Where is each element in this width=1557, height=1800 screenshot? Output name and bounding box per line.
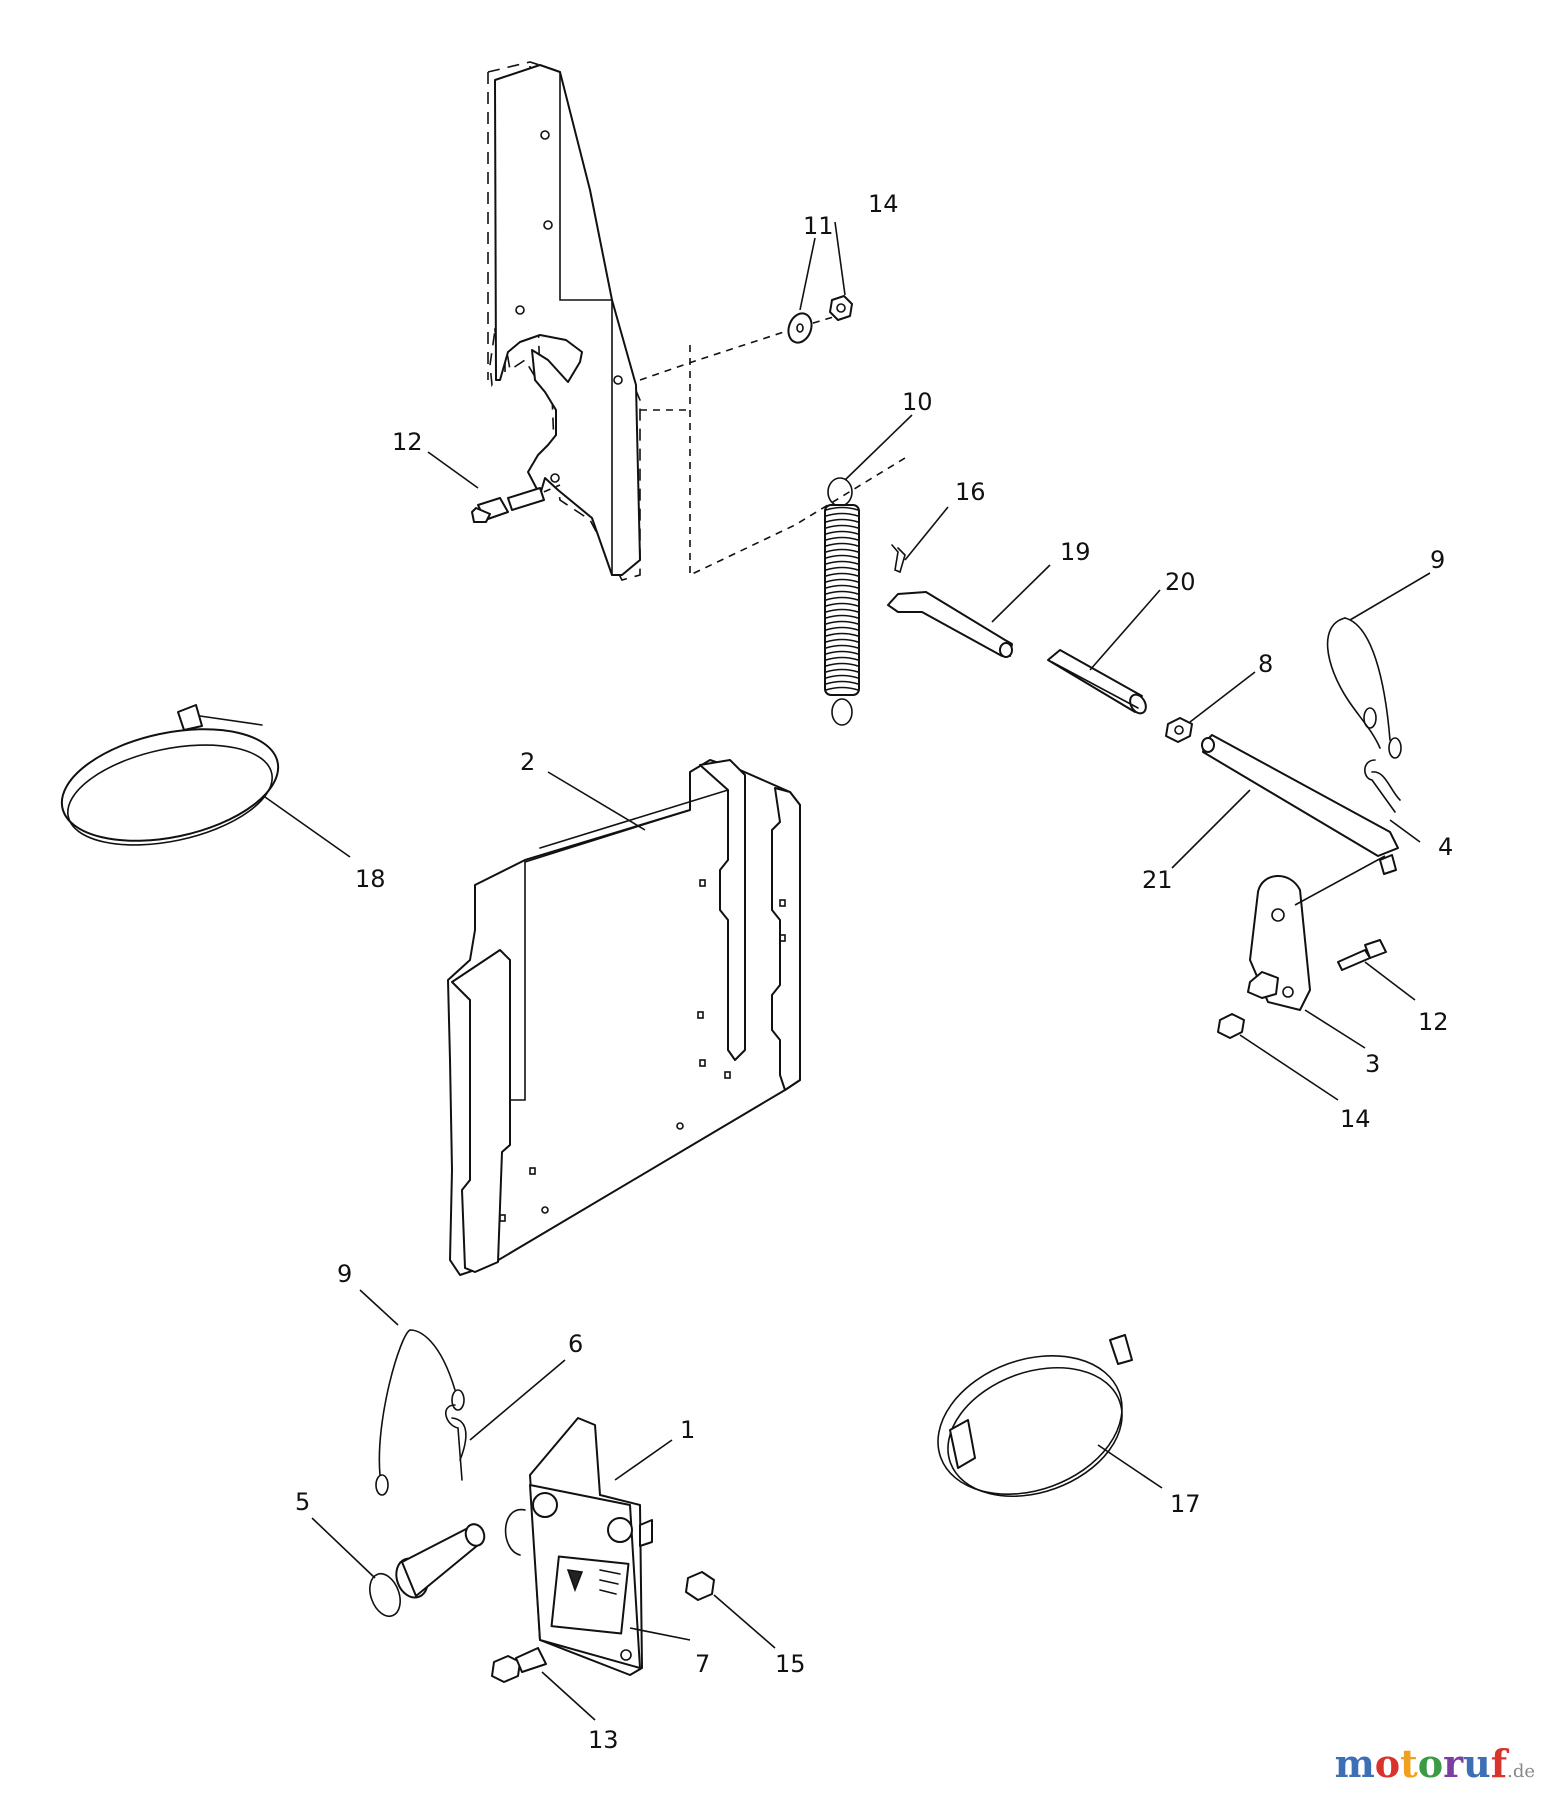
callout-13: 13 — [588, 1726, 619, 1754]
bolt-12-top — [471, 487, 545, 523]
hairpin-6 — [445, 1404, 467, 1481]
callout-labels: 14 11 10 12 16 19 20 9 8 18 2 4 21 12 3 … — [295, 190, 1453, 1754]
watermark-letter: r — [1443, 1741, 1464, 1786]
callout-3: 3 — [1365, 1050, 1380, 1078]
flange-bolt-13 — [491, 1647, 547, 1683]
watermark-letter: t — [1400, 1741, 1418, 1786]
callout-6: 6 — [568, 1330, 583, 1358]
rod-21 — [1201, 734, 1399, 875]
cotter-pin-16 — [891, 544, 906, 574]
callout-17: 17 — [1170, 1490, 1201, 1518]
callout-12-top: 12 — [392, 428, 423, 456]
watermark-logo: motoruf.de — [1335, 1741, 1535, 1786]
callout-20: 20 — [1165, 568, 1196, 596]
nut-14-right — [1217, 1013, 1245, 1039]
callout-9-bottom: 9 — [337, 1260, 352, 1288]
callout-leaders — [264, 221, 1431, 1721]
watermark-letter: o — [1417, 1741, 1444, 1786]
washer-11 — [787, 312, 813, 344]
callout-12-right: 12 — [1418, 1008, 1449, 1036]
callout-21: 21 — [1142, 866, 1173, 894]
watermark-letter: f — [1490, 1741, 1508, 1786]
lanyard-9-top — [1326, 617, 1402, 759]
callout-10: 10 — [902, 388, 933, 416]
watermark-letter: o — [1374, 1741, 1401, 1786]
hairpin-4 — [1364, 759, 1401, 813]
callout-8: 8 — [1258, 650, 1273, 678]
latch-bracket-1 — [504, 1417, 653, 1676]
hose-clamp-17 — [937, 1334, 1133, 1498]
callout-18: 18 — [355, 865, 386, 893]
mounting-plate — [494, 64, 641, 576]
callout-15: 15 — [775, 1650, 806, 1678]
nut-14-top — [829, 295, 853, 321]
watermark-suffix: .de — [1507, 1761, 1535, 1782]
nut-8 — [1165, 717, 1193, 743]
slide-plate-2 — [447, 759, 801, 1276]
l-pin-19 — [887, 591, 1013, 658]
callout-19: 19 — [1060, 538, 1091, 566]
callout-2: 2 — [520, 748, 535, 776]
spacer-tube-20 — [1047, 649, 1147, 715]
alignment-line-11 — [639, 311, 851, 381]
callout-14-top: 14 — [868, 190, 899, 218]
callout-7: 7 — [695, 1650, 710, 1678]
watermark-letter: u — [1463, 1741, 1491, 1786]
alignment-line-10 — [689, 345, 911, 577]
watermark-letter: m — [1334, 1741, 1375, 1786]
callout-16: 16 — [955, 478, 986, 506]
callout-4: 4 — [1438, 833, 1453, 861]
lanyard-9-bottom — [375, 1329, 465, 1496]
callout-14-right: 14 — [1340, 1105, 1371, 1133]
callout-1: 1 — [680, 1416, 695, 1444]
callout-11: 11 — [803, 212, 834, 240]
callout-9-top: 9 — [1430, 546, 1445, 574]
nut-15 — [685, 1571, 715, 1601]
callout-5: 5 — [295, 1488, 310, 1516]
hose-clamp-18 — [60, 704, 280, 846]
lynch-pin-5 — [369, 1523, 486, 1618]
pivot-plate-3 — [1247, 855, 1386, 1011]
bolt-12-right — [1337, 939, 1387, 971]
spring-10 — [824, 477, 860, 726]
